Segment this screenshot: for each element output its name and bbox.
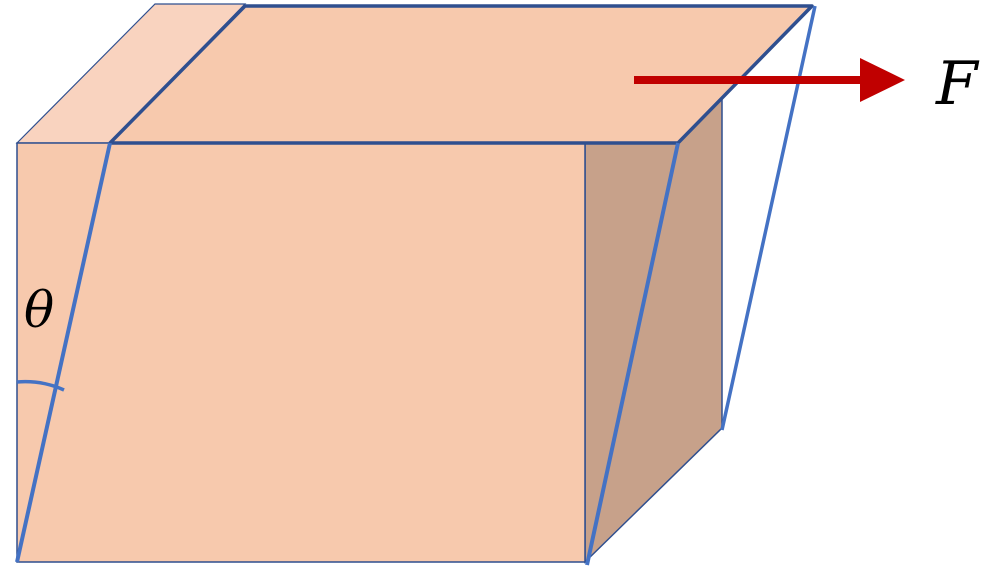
sheared-front-right-edge <box>585 142 680 566</box>
force-label: F <box>935 49 980 119</box>
angle-arc <box>16 379 65 392</box>
angle-label: θ <box>24 281 54 339</box>
sheared-left-edge <box>15 142 112 563</box>
force-arrow-head <box>860 58 905 102</box>
sheared-top-face <box>108 4 814 145</box>
box-front-face <box>16 142 586 563</box>
